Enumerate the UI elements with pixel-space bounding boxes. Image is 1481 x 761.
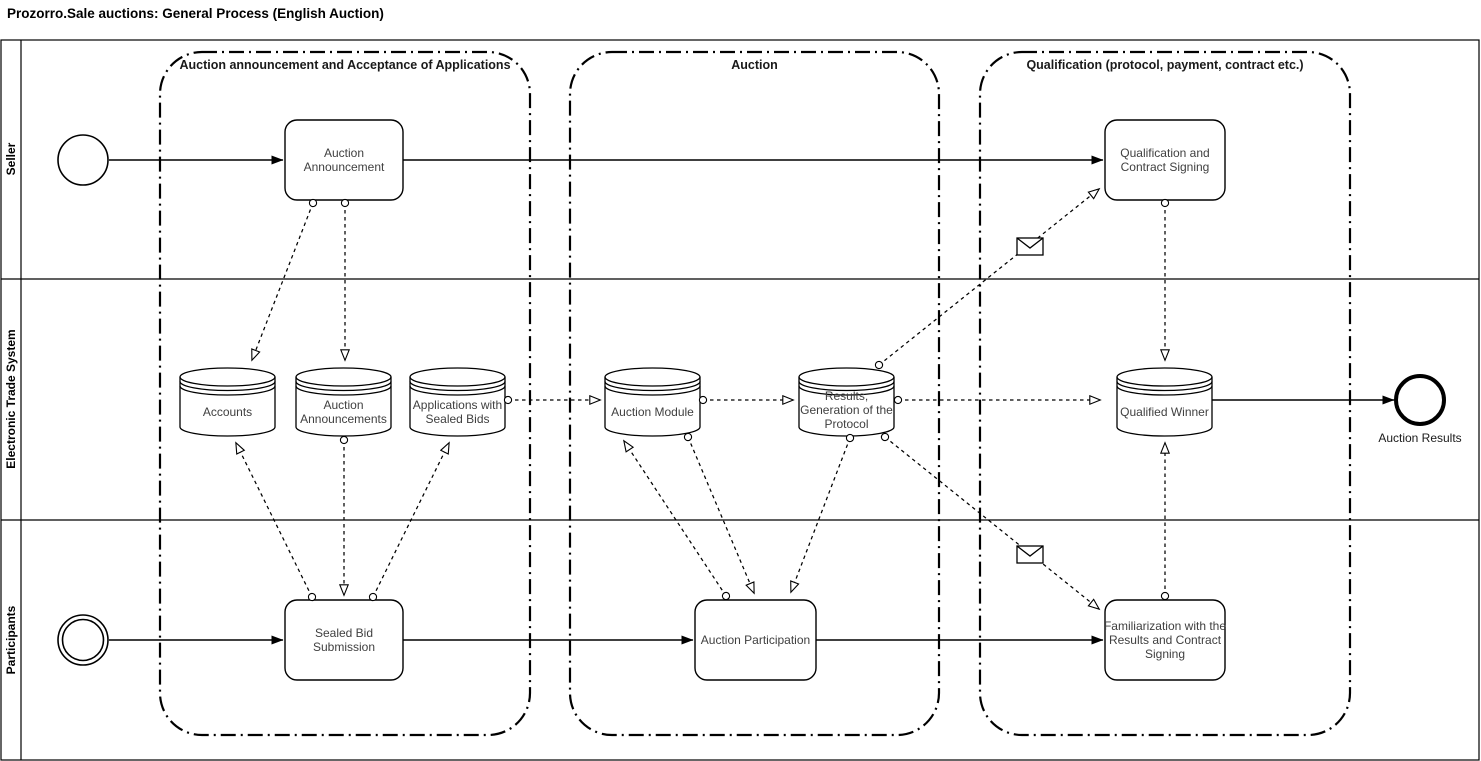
association-sealedbid-to-applications <box>373 443 449 597</box>
datastore-qualified-winner <box>1116 367 1213 437</box>
pool-border <box>0 39 1480 761</box>
datastore-accounts <box>179 367 276 437</box>
association-module-to-participation <box>688 437 754 593</box>
association-results-to-familiarization <box>885 437 1099 609</box>
start-event-participants <box>57 614 109 666</box>
datastore-results-generation-protocol <box>798 367 895 437</box>
task-auction-participation <box>694 599 817 681</box>
group-auction-announcement-acceptance <box>158 50 532 737</box>
task-qualification-and-contract-signing <box>1104 119 1226 201</box>
datastore-auction-announcements <box>295 367 392 437</box>
datastore-auction-module <box>604 367 701 437</box>
datastore-applications-with-sealed-bids <box>409 367 506 437</box>
group-qualification <box>978 50 1352 737</box>
end-event-auction-results <box>1394 374 1446 426</box>
association-announcement-to-accounts <box>252 203 313 360</box>
message-envelope-icon <box>1016 237 1044 256</box>
start-event-seller <box>57 134 109 186</box>
task-sealed-bid-submission <box>284 599 404 681</box>
group-auction <box>568 50 941 737</box>
association-participation-to-module <box>624 441 726 596</box>
association-results-to-qualification <box>879 189 1099 365</box>
diagram-title: Prozorro.Sale auctions: General Process … <box>7 6 384 21</box>
task-auction-announcement <box>284 119 404 201</box>
association-sealedbid-to-accounts <box>236 443 312 597</box>
message-envelope-icon <box>1016 545 1044 564</box>
association-results-to-participation <box>791 438 850 592</box>
task-familiarization <box>1104 599 1226 681</box>
